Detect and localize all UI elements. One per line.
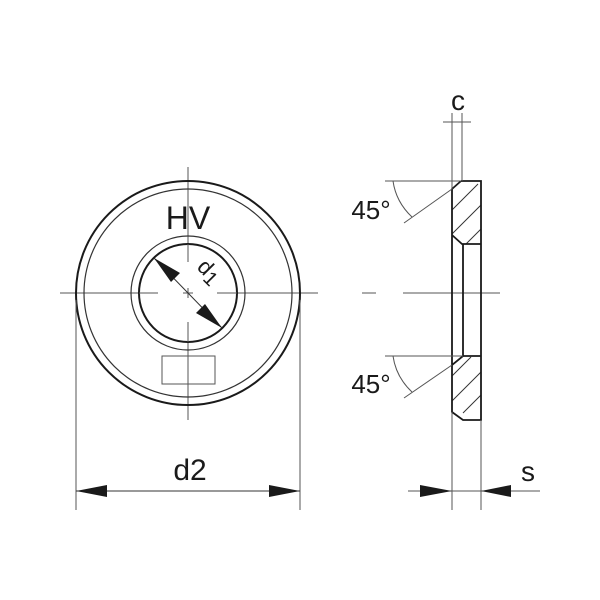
bottom-angle-leader bbox=[403, 364, 453, 399]
d1-arrow-bottom-right bbox=[196, 304, 222, 328]
bottom-angle-label: 45° bbox=[351, 369, 390, 399]
top-angle-leader bbox=[403, 188, 453, 224]
d2-label: d2 bbox=[173, 454, 206, 487]
section-hatching bbox=[451, 183, 482, 414]
front-view: d1 HV d2 bbox=[60, 167, 318, 510]
washer-section-outline bbox=[451, 180, 482, 421]
bottom-angle-arc bbox=[392, 355, 413, 393]
top-angle-label: 45° bbox=[351, 195, 390, 225]
s-arrow-right bbox=[481, 485, 511, 497]
hv-marking: HV bbox=[166, 200, 211, 236]
s-arrow-left bbox=[420, 485, 452, 497]
s-label: s bbox=[521, 456, 535, 487]
bore-chamfer-circle bbox=[130, 235, 246, 351]
d1-arrow-top-left bbox=[154, 258, 180, 282]
marking-box bbox=[161, 355, 216, 385]
c-label: c bbox=[451, 85, 465, 116]
d2-arrow-right bbox=[269, 485, 300, 497]
top-angle-arc bbox=[392, 180, 413, 218]
side-view: c 45° 45° s bbox=[351, 85, 540, 510]
outer-chamfer-circle bbox=[83, 188, 293, 398]
outer-circle bbox=[75, 180, 301, 406]
d2-arrow-left bbox=[76, 485, 107, 497]
